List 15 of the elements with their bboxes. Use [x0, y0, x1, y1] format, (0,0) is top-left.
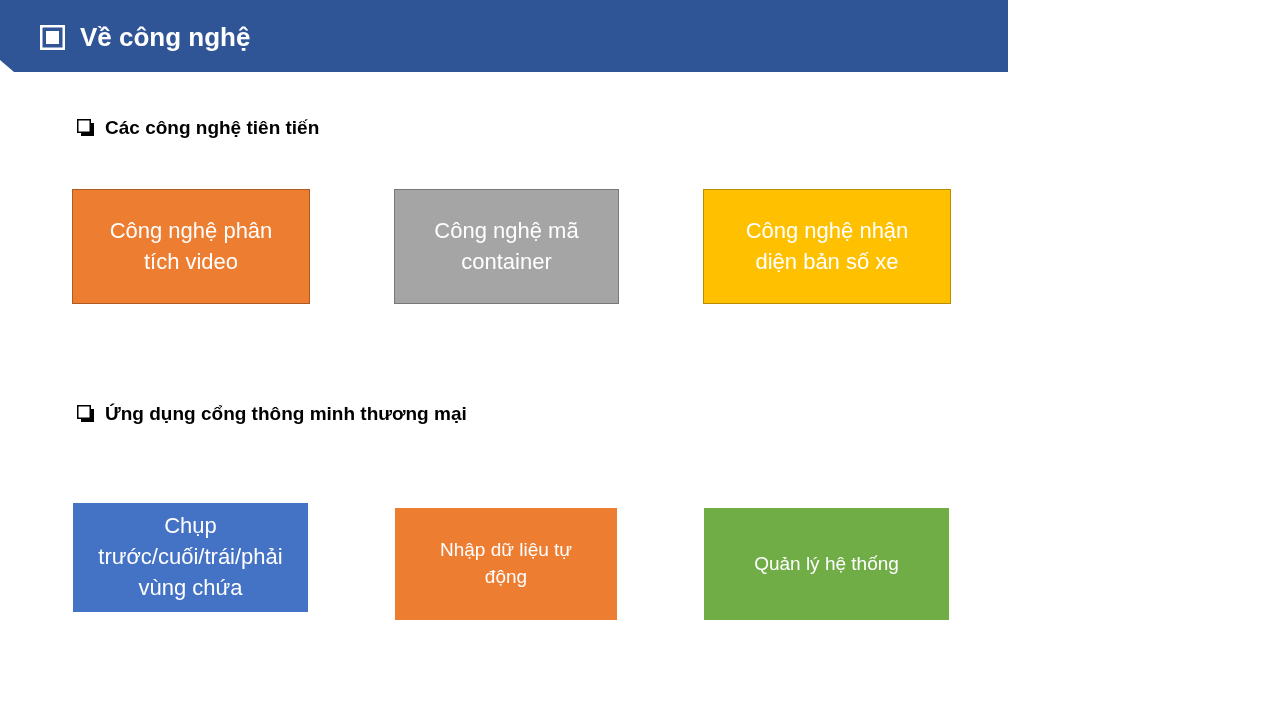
- section-heading: Ứng dụng cổng thông minh thương mại: [105, 402, 467, 426]
- tile-label: Công nghệ phân tích video: [108, 216, 274, 276]
- feature-tile: [703, 189, 951, 304]
- tile-label: Công nghệ nhận diện bản số xe: [744, 216, 910, 276]
- feature-tile: [395, 508, 617, 620]
- tile-label: Công nghệ mã container: [433, 216, 580, 276]
- tile-label: Chụp trước/cuối/trái/phải vùng chứa: [97, 512, 284, 602]
- feature-tile: [394, 189, 619, 304]
- feature-tile: [704, 508, 949, 620]
- feature-tile: [73, 503, 308, 612]
- feature-tile: [72, 189, 310, 304]
- tile-label: Nhập dữ liệu tự động: [438, 538, 574, 589]
- section-heading: Các công nghệ tiên tiến: [105, 116, 320, 140]
- slide-title: Về công nghệ: [80, 21, 251, 54]
- tile-label: Quản lý hệ thống: [754, 551, 899, 576]
